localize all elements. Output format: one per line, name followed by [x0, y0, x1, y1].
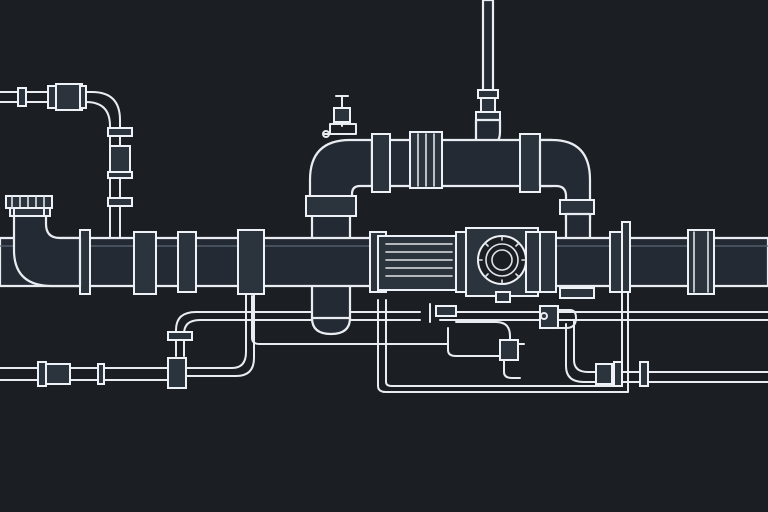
flow-meter [455, 227, 541, 303]
heat-exchanger [377, 235, 459, 291]
vertical-supply-pipe [474, 0, 502, 148]
control-valve [429, 303, 525, 379]
handwheel-valve [5, 195, 53, 217]
check-valve [539, 221, 631, 329]
small-bore-lines [0, 83, 768, 393]
overhead-bypass-loop [305, 95, 595, 336]
